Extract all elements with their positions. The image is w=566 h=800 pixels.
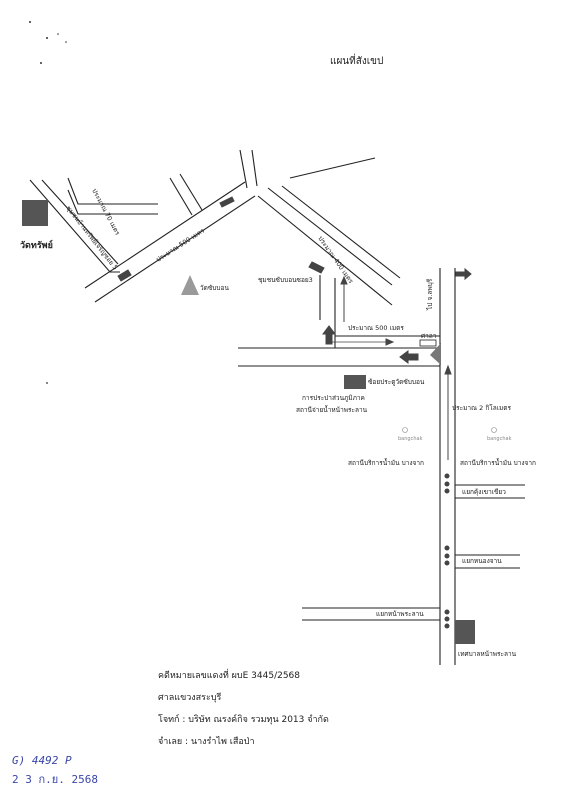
label-pwa-1: การประปาส่วนภูมิภาค (302, 394, 365, 402)
arrow-left-main (399, 350, 419, 364)
bangchak-logo-left: bangchak (398, 427, 423, 442)
defendant: จำเลย : นางรำไพ เสือป่า (158, 737, 255, 747)
traffic-lights (444, 473, 450, 629)
label-sala: ศาลา (421, 332, 437, 340)
pwa-station-marker (344, 375, 366, 389)
label-wat-sap-bon: วัดซับบอน (200, 284, 229, 292)
label-to-lopburi: ไป จ.ลพบุรี (426, 278, 434, 311)
court-name: ศาลแขวงสระบุรี (158, 693, 222, 703)
label-soi-pratu: ซ้อยประตูวัดซับบอน (368, 378, 425, 386)
bangchak-logo-right: bangchak (487, 427, 512, 442)
arrow-diagonal (219, 196, 235, 208)
label-about-2km: ประมาณ 2 กิโลเมตร (452, 404, 511, 412)
svg-text:bangchak: bangchak (398, 436, 423, 442)
arrow-up-soi (322, 325, 336, 345)
sala-marker (419, 339, 437, 347)
stamp-code: G) 4492 P (12, 754, 72, 767)
arrow-400m (308, 261, 325, 274)
label-nong-chan: แยกหนองจาน (462, 557, 502, 565)
svg-text:bangchak: bangchak (487, 436, 512, 442)
location-flag-marker (430, 343, 441, 365)
label-about-500m-a: ประมาณ 500 เมตร (155, 226, 207, 263)
label-about-400m: ประมาณ 400 เมตร (316, 235, 355, 286)
wat-sap-bon-triangle (181, 275, 199, 295)
label-gas-right: สถานีบริการน้ำมัน บางจาก (460, 458, 536, 467)
label-gas-left: สถานีบริการน้ำมัน บางจาก (348, 458, 424, 467)
label-pwa-2: สถานีจ่ายน้ำหน้าพระลาน (296, 405, 368, 414)
case-number: คดีหมายเลขแดงที่ ผบE 3445/2568 (158, 671, 301, 681)
label-khok-khao-khiao: แยกคุ้งเขาเขียว (462, 488, 506, 496)
arrow-soi5 (117, 269, 132, 282)
label-soi-sap-bon-3: ชุมชนซับบอนซอย3 (258, 276, 313, 284)
stamp-date: 2 3 ก.ย. 2568 (12, 773, 98, 786)
direction-arrows (117, 196, 472, 460)
wat-supthip-marker (22, 200, 48, 226)
map-title: แผนที่สังเขป (330, 53, 383, 67)
label-na-phra-lan-junction: แยกหน้าพระลาน (376, 610, 424, 618)
arrow-top-right (455, 267, 472, 281)
label-municipality: เทศบาลหน้าพระลาน (458, 650, 517, 658)
wat-supthip-label: วัดทรัพย์ (20, 239, 53, 251)
plaintiff: โจทก์ : บริษัท ณรงค์กิจ รวมทุน 2013 จำกั… (158, 715, 329, 725)
scan-specks (29, 21, 67, 384)
label-about-500m-b: ประมาณ 500 เมตร (348, 324, 404, 332)
municipality-marker (455, 620, 475, 644)
roads (29, 149, 525, 665)
label-about-70m: ประมาณ 70 เมตร (90, 187, 122, 237)
